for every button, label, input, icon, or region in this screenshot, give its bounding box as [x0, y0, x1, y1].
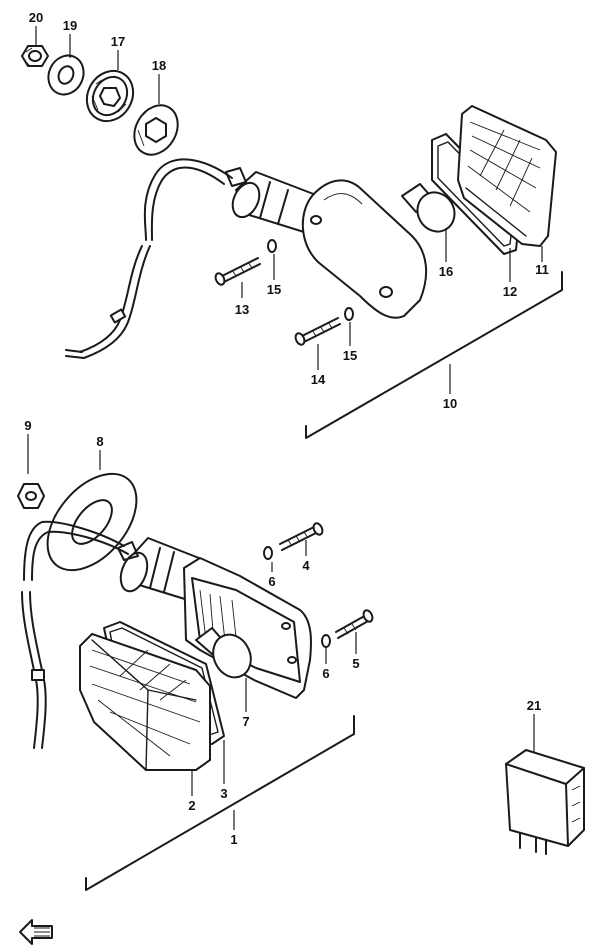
callout-15-upper: 15 [267, 282, 281, 297]
assembly-bracket-1 [85, 715, 355, 891]
callout-20: 20 [29, 10, 43, 25]
bulb-part-7[interactable] [195, 627, 258, 684]
washer-part-15-lower[interactable] [344, 307, 354, 321]
callout-5: 5 [352, 656, 359, 671]
gasket-part-12[interactable] [431, 133, 521, 255]
nut-part-9[interactable] [17, 483, 45, 509]
callout-6-upper: 6 [268, 574, 275, 589]
relay-part-21[interactable] [505, 749, 585, 855]
callout-11: 11 [535, 262, 549, 277]
screw-part-4[interactable] [279, 522, 324, 551]
bulb-socket-upper [225, 167, 325, 233]
callout-10: 10 [443, 396, 457, 411]
callout-12: 12 [503, 284, 517, 299]
callout-17: 17 [111, 34, 125, 49]
screw-part-14[interactable] [294, 317, 341, 346]
mount-part-18[interactable] [126, 97, 187, 162]
washer-part-6-upper[interactable] [263, 546, 273, 560]
washer-part-15-upper[interactable] [267, 239, 277, 253]
callout-3: 3 [220, 786, 227, 801]
signal-housing-upper [301, 179, 428, 319]
screw-part-5[interactable] [335, 609, 374, 639]
assembly-bracket-10 [305, 271, 563, 439]
callout-21: 21 [527, 698, 541, 713]
grommet-part-17[interactable] [78, 62, 142, 129]
callout-19: 19 [63, 18, 77, 33]
washer-part-19[interactable] [42, 50, 90, 101]
lens-part-11[interactable] [457, 105, 557, 247]
lens-part-2[interactable] [79, 633, 211, 771]
callout-8: 8 [96, 434, 103, 449]
nut-part-20[interactable] [21, 45, 49, 67]
washer-part-6-lower[interactable] [321, 634, 331, 648]
callout-4: 4 [302, 558, 310, 573]
wire-harness-upper [65, 158, 233, 359]
screw-part-13[interactable] [214, 257, 261, 286]
front-direction-arrow-icon [19, 919, 53, 945]
bulb-part-16[interactable] [401, 183, 462, 238]
callout-15-lower: 15 [343, 348, 357, 363]
wire-harness-lower [21, 520, 129, 749]
callout-9: 9 [24, 418, 31, 433]
callout-13: 13 [235, 302, 249, 317]
callout-6-lower: 6 [322, 666, 329, 681]
callout-7: 7 [242, 714, 249, 729]
callout-18: 18 [152, 58, 166, 73]
callout-1: 1 [230, 832, 237, 847]
callout-14: 14 [311, 372, 326, 387]
callout-16: 16 [439, 264, 453, 279]
callout-2: 2 [188, 798, 195, 813]
